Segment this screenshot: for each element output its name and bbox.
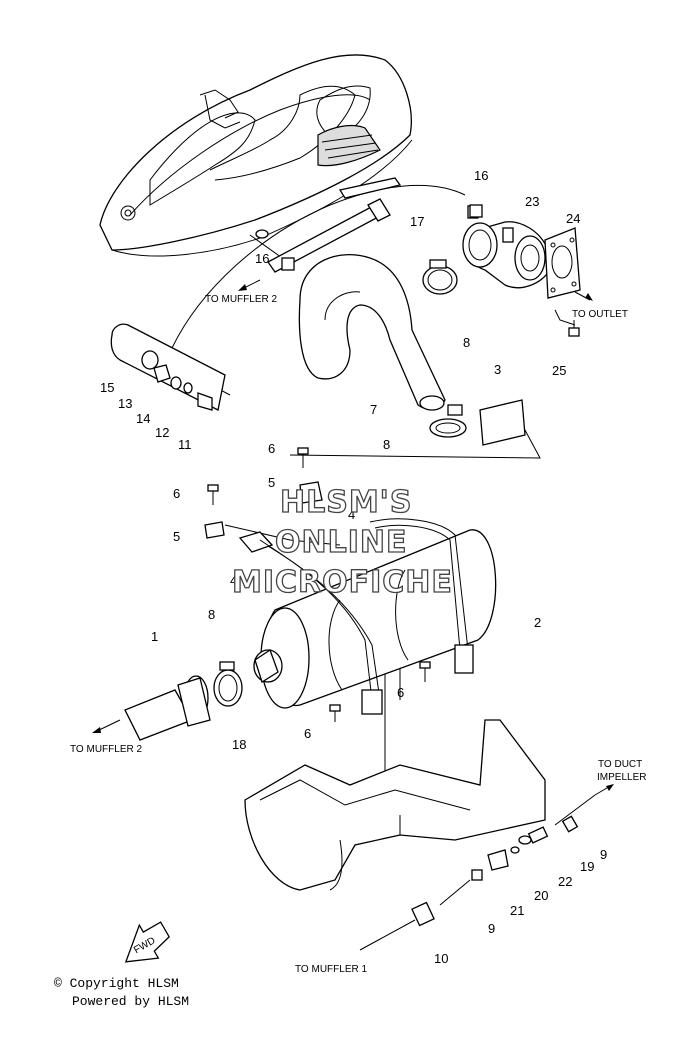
copyright-text: © Copyright HLSM bbox=[54, 976, 179, 991]
label-15: 15 bbox=[100, 380, 114, 395]
label-20: 20 bbox=[534, 888, 548, 903]
clamp-16-lower bbox=[281, 257, 295, 271]
protector-3 bbox=[479, 399, 526, 446]
label-18: 18 bbox=[232, 737, 246, 752]
label-6-d: 6 bbox=[304, 726, 311, 741]
label-7: 7 bbox=[370, 402, 377, 417]
label-17: 17 bbox=[410, 214, 424, 229]
label-19: 19 bbox=[580, 859, 594, 874]
exhaust-pipe-7 bbox=[298, 254, 446, 411]
label-8-lower: 8 bbox=[208, 607, 215, 622]
label-22: 22 bbox=[558, 874, 572, 889]
label-8-upper: 8 bbox=[463, 335, 470, 350]
bracket-5-a bbox=[299, 481, 323, 504]
label-25: 25 bbox=[552, 363, 566, 378]
label-5-a: 5 bbox=[268, 475, 275, 490]
joint-pipe-17 bbox=[267, 198, 391, 273]
watermark: HLSM'S ONLINE MICROFICHE bbox=[231, 484, 453, 600]
label-16-top: 16 bbox=[474, 168, 488, 183]
callout-to-muffler1: TO MUFFLER 1 bbox=[295, 964, 367, 975]
callout-impeller: IMPELLER bbox=[597, 772, 646, 783]
bolt-6-c bbox=[419, 661, 431, 682]
watercraft-illustration bbox=[99, 54, 413, 257]
outlet-elbow-23 bbox=[462, 205, 551, 289]
label-23: 23 bbox=[525, 194, 539, 209]
label-24: 24 bbox=[566, 211, 580, 226]
bolt-25 bbox=[568, 320, 580, 337]
label-5-b: 5 bbox=[173, 529, 180, 544]
clamp-16-upper bbox=[469, 204, 483, 218]
label-1: 1 bbox=[151, 629, 158, 644]
hose-fitting-chain bbox=[359, 794, 596, 951]
strap-4 bbox=[238, 518, 474, 715]
hose-clamp-8-mid bbox=[429, 404, 467, 438]
label-14: 14 bbox=[136, 411, 150, 426]
label-12: 12 bbox=[155, 425, 169, 440]
bolt-6-d bbox=[329, 704, 341, 722]
watermark-line3: MICROFICHE bbox=[232, 565, 453, 600]
label-6-b: 6 bbox=[173, 486, 180, 501]
label-9-right: 9 bbox=[600, 847, 607, 862]
label-3: 3 bbox=[494, 362, 501, 377]
label-9-left: 9 bbox=[488, 921, 495, 936]
label-21: 21 bbox=[510, 903, 524, 918]
watermark-line2: ONLINE bbox=[275, 525, 408, 560]
bolt-6-a bbox=[297, 447, 309, 468]
callout-to-muffler2-top: TO MUFFLER 2 bbox=[205, 294, 277, 305]
bracket-5-b bbox=[204, 521, 225, 539]
gasket-24 bbox=[544, 227, 581, 299]
muffler-2 bbox=[253, 529, 497, 709]
pipe-1 bbox=[124, 675, 211, 741]
watermark-line1: HLSM'S bbox=[280, 485, 412, 520]
label-4-b: 4 bbox=[230, 573, 237, 588]
hose-clamp-8-upper bbox=[422, 259, 458, 295]
part-labels: 16 23 24 17 16 TO MUFFLER 2 TO OUTLET 8 … bbox=[70, 168, 646, 975]
label-2: 2 bbox=[534, 615, 541, 630]
direction-arrows bbox=[92, 279, 614, 796]
cover-18 bbox=[244, 719, 546, 891]
powered-by-text: Powered by HLSM bbox=[72, 994, 190, 1009]
label-4-a: 4 bbox=[348, 507, 355, 522]
fwd-arrow-icon: FWD bbox=[124, 921, 170, 963]
callout-to-duct: TO DUCT bbox=[598, 759, 642, 770]
bolt-6-b bbox=[207, 484, 219, 505]
label-16-bottom: 16 bbox=[255, 251, 269, 266]
label-8-mid: 8 bbox=[383, 437, 390, 452]
label-6-a: 6 bbox=[268, 441, 275, 456]
hose-clamp-8-lower bbox=[213, 661, 243, 707]
callout-to-muffler2-left: TO MUFFLER 2 bbox=[70, 744, 142, 755]
hose-fittings-11-15 bbox=[110, 323, 226, 411]
label-13: 13 bbox=[118, 396, 132, 411]
callout-to-outlet: TO OUTLET bbox=[572, 309, 628, 320]
label-6-c: 6 bbox=[397, 685, 404, 700]
label-10: 10 bbox=[434, 951, 448, 966]
label-11: 11 bbox=[178, 437, 192, 452]
